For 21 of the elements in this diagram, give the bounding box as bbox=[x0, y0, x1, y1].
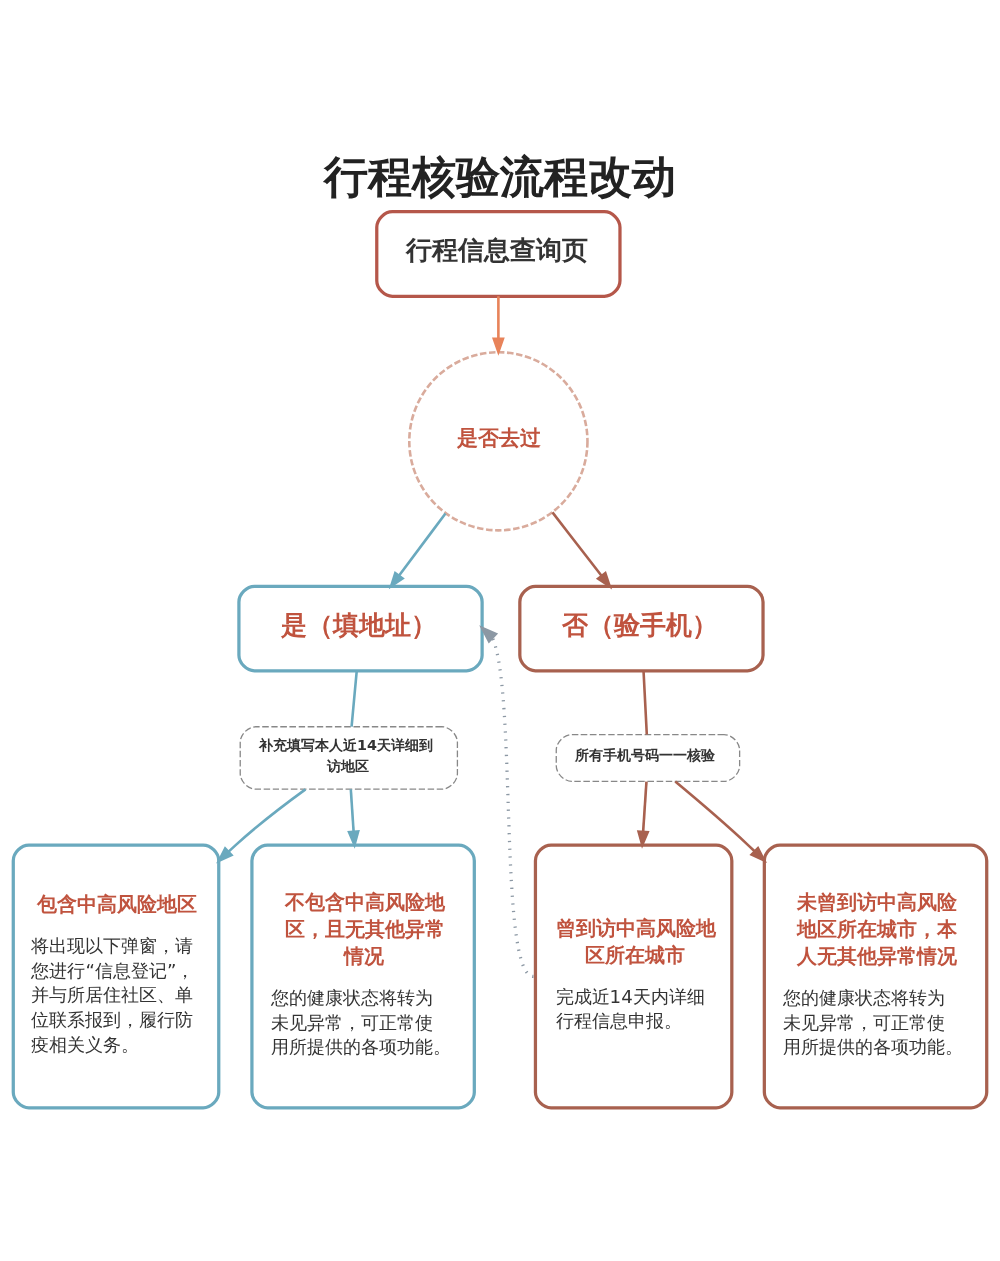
node-box: 未曾到访中高风险地区所在城市，本人无其他异常情况 您的健康状态将转为未见异常，可正常使用所提供的各项功能。 bbox=[762, 843, 989, 1110]
node-circle: 是否去过 bbox=[408, 350, 589, 532]
node-box: 否（验手机） bbox=[518, 584, 765, 673]
node-box: 曾到访中高风险地区所在城市 完成近14天内详细行程信息申报。 bbox=[533, 843, 734, 1110]
arrow bbox=[479, 625, 535, 978]
node-box: 所有手机号码一一核验 bbox=[555, 733, 741, 782]
node-box: 是（填地址） bbox=[237, 584, 484, 673]
node-box: 不包含中高风险地区，且无其他异常情况 您的健康状态将转为未见异常，可正常使用所提供的各项功能。 bbox=[250, 843, 476, 1110]
connector bbox=[642, 670, 649, 735]
arrow bbox=[388, 512, 447, 590]
node-box: 包含中高风险地区 将出现以下弹窗，请您进行“信息登记”，并与所居住社区、单位联系报到，履行防疫相关义务。 bbox=[11, 843, 221, 1110]
connector bbox=[350, 670, 358, 727]
diagram-title: 行程核验流程改动 bbox=[323, 151, 676, 203]
arrow bbox=[347, 789, 360, 849]
node-box: 行程信息查询页 bbox=[375, 210, 622, 298]
arrow bbox=[492, 296, 505, 356]
node-box: 补充填写本人近14天详细到访地区 bbox=[239, 726, 459, 790]
arrow bbox=[551, 511, 613, 590]
arrow bbox=[674, 780, 768, 864]
arrow bbox=[636, 781, 650, 849]
arrow bbox=[216, 788, 307, 864]
